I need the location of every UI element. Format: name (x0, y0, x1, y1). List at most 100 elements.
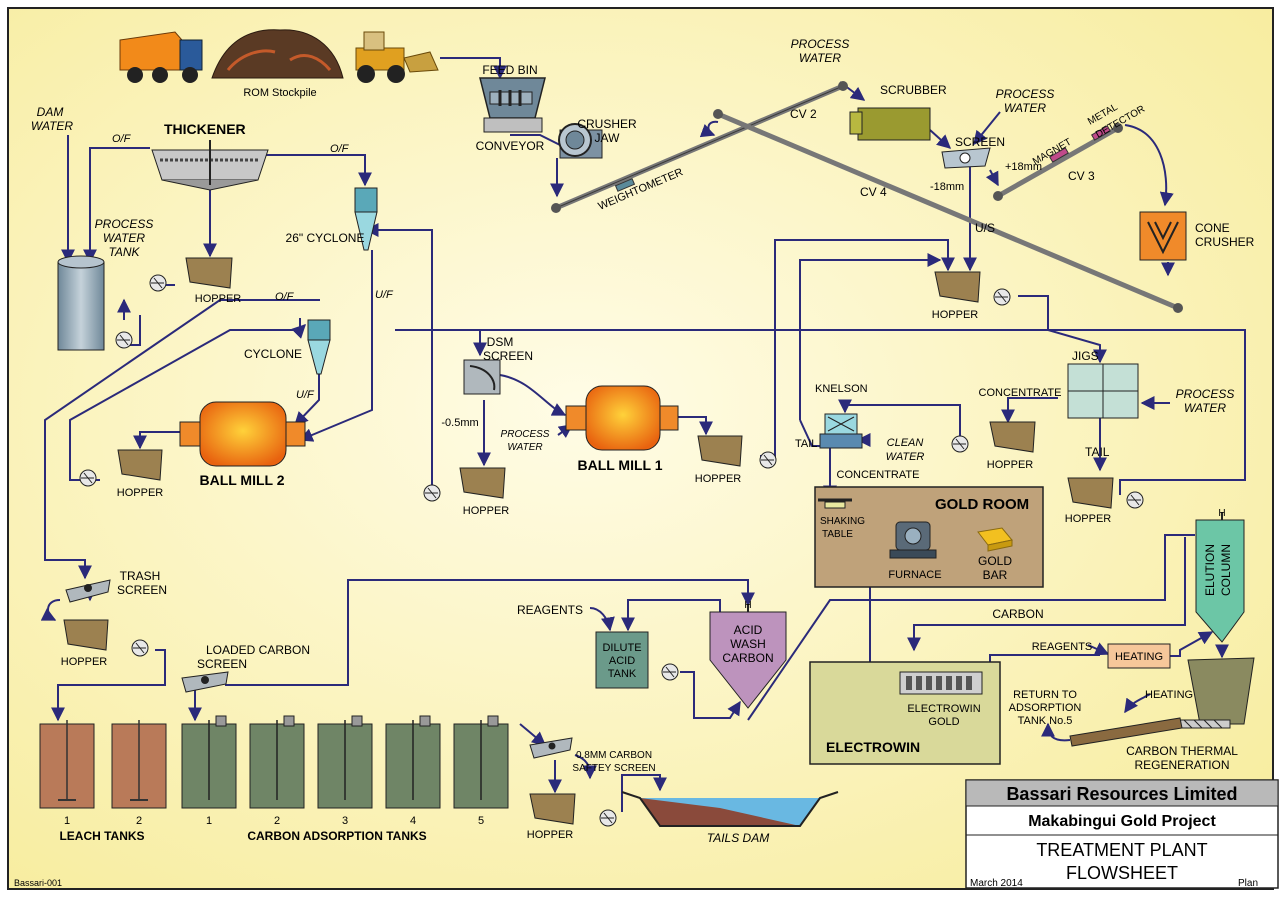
dsm-screen (463, 359, 501, 395)
cv2-tail-pulley (551, 203, 561, 213)
pump-icon (149, 274, 167, 292)
shaking-table-label: SHAKING (820, 516, 865, 527)
carbon-label: CARBON (992, 607, 1043, 621)
elution-column (1195, 512, 1245, 643)
cv3-label: CV 3 (1068, 169, 1095, 183)
cyclone (307, 319, 331, 375)
concentrate-label: CONCENTRATE (837, 469, 920, 481)
cv3-tail-pulley (993, 191, 1003, 201)
loaded-carbon-screen (181, 671, 229, 693)
process-water-tank-label: PROCESS (95, 217, 154, 231)
hopper-icon (989, 421, 1036, 453)
process-water-label: WATER (799, 51, 842, 65)
drawing-title-line1: TREATMENT PLANT (1036, 840, 1207, 860)
hopper-icon (459, 467, 506, 499)
adsorption-tank-number: 1 (206, 815, 212, 827)
process-water-label: PROCESS (501, 429, 550, 440)
heating-label: HEATING (1115, 651, 1163, 663)
front-end-loader-icon (355, 31, 439, 83)
conveyor-label: CONVEYOR (476, 139, 545, 153)
dam-water-label: WATER (31, 119, 74, 133)
of-label: O/F (112, 133, 132, 145)
drawing-title-line2: FLOWSHEET (1066, 863, 1178, 883)
pump-icon (423, 484, 441, 502)
pump-icon (599, 809, 617, 827)
gold-room-label: GOLD ROOM (935, 496, 1029, 513)
cv4-tail-pulley (713, 109, 723, 119)
shaking-table-label: TABLE (822, 529, 853, 540)
shaking-table-icon (818, 498, 852, 509)
cv2-label: CV 2 (790, 107, 817, 121)
hopper-icon (63, 619, 109, 651)
company-name: Bassari Resources Limited (1006, 784, 1237, 804)
dilute-acid-tank-label: DILUTE (602, 642, 641, 654)
conveyors (551, 81, 1183, 313)
tails-dam (621, 791, 839, 827)
adsorption-tank-number: 3 (342, 815, 348, 827)
gold-bar-label: BAR (983, 568, 1008, 582)
cyclone-label: CYCLONE (244, 347, 302, 361)
heating-box (1107, 643, 1171, 669)
gold-bar-label: GOLD (978, 554, 1012, 568)
project-name: Makabingui Gold Project (1028, 813, 1216, 830)
cyclone-26 (354, 187, 378, 251)
hopper-icon (185, 257, 233, 289)
adsorption-tank-number: 4 (410, 815, 416, 827)
trash-screen (65, 579, 111, 603)
pump-icon (993, 288, 1011, 306)
drawing-view: Plan (1238, 878, 1258, 889)
minus05-label: -0.5mm (441, 417, 478, 429)
jigs (1067, 363, 1139, 419)
hopper-label: HOPPER (195, 293, 242, 305)
hopper-label: HOPPER (61, 656, 108, 668)
process-water-tank-label: TANK (108, 245, 140, 259)
hopper-label: HOPPER (932, 309, 979, 321)
reagents-label: REAGENTS (517, 603, 583, 617)
pump-icon (759, 451, 777, 469)
hopper-label: HOPPER (1065, 513, 1112, 525)
pump-icon (1126, 491, 1144, 509)
elution-column-label: ELUTION (1203, 544, 1217, 596)
hopper-label: HOPPER (695, 473, 742, 485)
electrowin-cell (899, 671, 983, 695)
process-water-label: WATER (507, 442, 542, 453)
return-label: ADSORPTION (1009, 702, 1082, 714)
dilute-acid-tank (595, 631, 649, 689)
clean-water-label: WATER (886, 451, 925, 463)
cv2-head-pulley (838, 81, 848, 91)
hopper-icon (1067, 477, 1114, 509)
jaw-crusher-label-1: JAW (595, 131, 621, 145)
tails-dam-label: TAILS DAM (707, 831, 769, 845)
cv4-label: CV 4 (860, 185, 887, 199)
safety-screen-label: 0.8MM CARBON (576, 750, 652, 761)
dsm-label: DSM (487, 335, 514, 349)
plus18-label: +18mm (1005, 161, 1042, 173)
cyclone-26-label: 26" CYCLONE (286, 231, 365, 245)
process-water-label: PROCESS (1176, 387, 1235, 401)
carbon-thermal-regeneration-label: REGENERATION (1134, 758, 1229, 772)
title-block (965, 779, 1279, 889)
process-water-label: WATER (1184, 401, 1227, 415)
pump-icon (131, 639, 149, 657)
magnet-icon (1049, 147, 1069, 163)
hopper-label: HOPPER (117, 487, 164, 499)
ball-mill-1 (565, 385, 679, 451)
cv4-head-pulley (1173, 303, 1183, 313)
tail-label: TAIL (1085, 445, 1110, 459)
safety-screen-label: SAFTEY SCREEN (572, 763, 655, 774)
process-water-tank (57, 255, 105, 351)
electrowin-gold-label: GOLD (928, 716, 959, 728)
knelson-concentrator (819, 413, 863, 449)
weightometer-icon (614, 178, 636, 192)
scrubber-label: SCRUBBER (880, 83, 947, 97)
hopper-icon (934, 271, 981, 303)
dilute-acid-tank-label: ACID (609, 655, 635, 667)
carbon-adsorption-tanks (181, 715, 509, 809)
feed-bin (479, 77, 546, 133)
screen-label: SCREEN (955, 135, 1005, 149)
acid-wash-carbon-label: ACID (734, 623, 763, 637)
cone-crusher (1139, 211, 1187, 261)
pump-icon (115, 331, 133, 349)
thickener (151, 140, 269, 191)
